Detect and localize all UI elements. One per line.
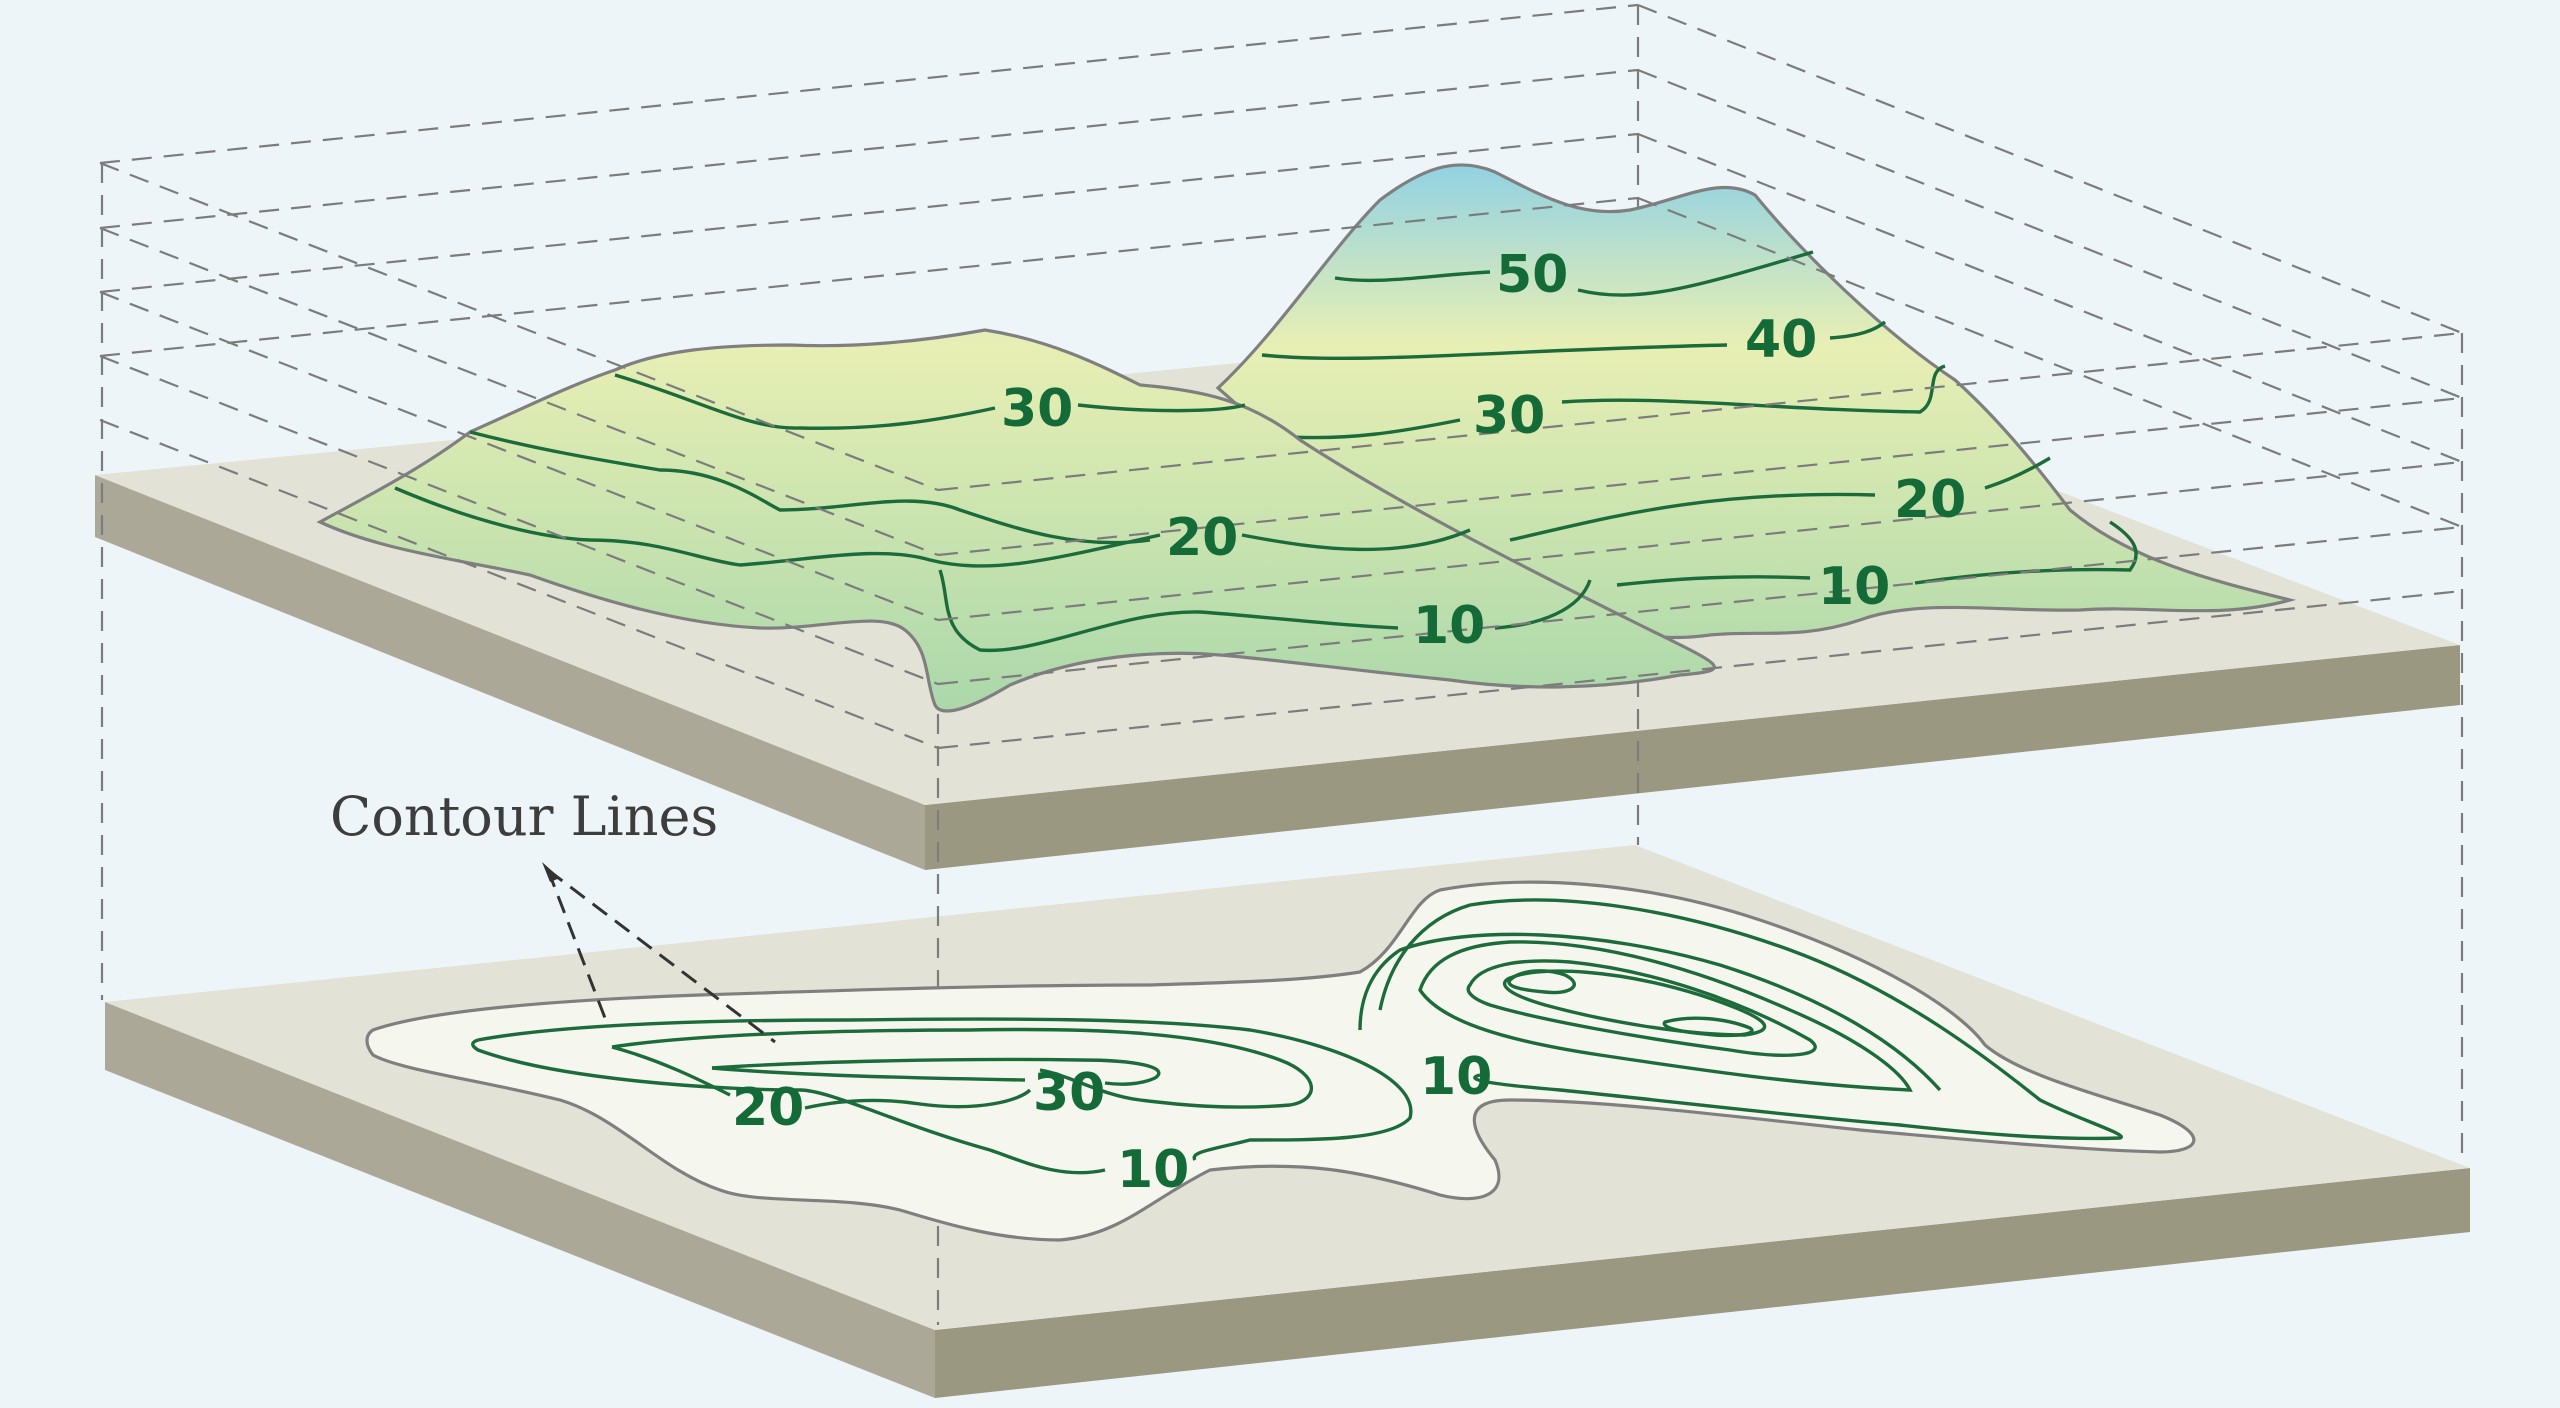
back-contour-40-right: [1829, 320, 1887, 340]
front-contour-30-right: [1077, 403, 1246, 413]
back-contour-10-right: [1914, 520, 2138, 585]
back-contour-10-left: [1616, 575, 1811, 587]
front-contour-20-right: [1241, 528, 1471, 552]
back-contour-40-left: [1261, 343, 1728, 361]
lower-slab-left-side: [105, 1002, 935, 1398]
back-contour-20-right: [1984, 456, 2051, 490]
dashed-back-level-4: [1637, 68, 2463, 400]
map-contour-20-ring: [611, 1027, 1313, 1109]
terrain-labels: 50 40 30 30 20 20 10 10: [1001, 245, 1966, 656]
projection-box-front: [99, 68, 2463, 750]
dashed-back-level-3: [99, 196, 1639, 358]
map-contour-right-1: [1378, 898, 2123, 1141]
leader-line-2: [547, 868, 776, 1044]
upper-slab-front-side: [925, 645, 2460, 870]
map-contour-peak-ring: [1507, 969, 1576, 995]
map-label-20: 20: [732, 1078, 804, 1138]
map-contour-30-ring: [711, 1057, 1161, 1086]
flat-contour-map: [365, 880, 2196, 1242]
terrain-label-30-front: 30: [1001, 379, 1073, 439]
dashed-back-level-6: [1637, 196, 2463, 529]
back-contour-30-left: [1289, 418, 1461, 440]
dashed-back-right-edge: [1637, 3, 2463, 335]
back-contour-30-right: [1561, 364, 1946, 414]
front-contour-20-left: [394, 486, 1161, 568]
front-hill: [316, 328, 1716, 713]
back-mountain: [1215, 163, 2297, 640]
dashed-back-top-edge: [99, 3, 1639, 165]
terrain-label-10-back: 10: [1818, 557, 1890, 617]
dashed-level-line-1: [99, 161, 939, 492]
map-contour-right-4: [1466, 959, 1817, 1057]
front-contour-10-left: [938, 569, 1399, 653]
map-labels: 30 20 10 10: [732, 1047, 1492, 1200]
terrain-label-30-back: 30: [1473, 386, 1545, 446]
terrain-label-40: 40: [1745, 310, 1817, 370]
back-mountain-surface: [1215, 163, 2297, 640]
map-contour-10-left: [477, 1017, 1413, 1161]
map-contour-30-inner: [711, 1066, 1026, 1082]
terrain-label-50: 50: [1496, 245, 1568, 305]
map-contour-right-2: [1358, 932, 1942, 1092]
front-contour-terrace-1: [469, 430, 1151, 545]
dashed-back-level-1: [99, 68, 1639, 230]
dashed-level-line-2: [99, 226, 939, 557]
caption-contour-lines: Contour Lines: [330, 785, 718, 848]
map-contour-10-bottom: [471, 1038, 1106, 1175]
dashed-back-level-2: [99, 132, 1639, 294]
map-label-30: 30: [1033, 1063, 1105, 1123]
map-contour-20-left-tail: [611, 1045, 731, 1097]
leader-arrowhead: [542, 862, 560, 882]
front-contour-10-right: [1494, 579, 1592, 630]
terrain-label-10-front: 10: [1413, 596, 1485, 656]
dashed-level-line-3: [99, 290, 939, 622]
back-contour-50-right: [1577, 250, 1814, 297]
upper-slab-left-side: [95, 475, 925, 870]
map-contour-right-3: [1418, 940, 1913, 1092]
front-hill-surface: [316, 328, 1716, 713]
back-contour-50-left: [1334, 270, 1491, 283]
terrain-label-20-back: 20: [1894, 470, 1966, 530]
dashed-back-level-5: [1637, 132, 2463, 464]
map-label-10-right: 10: [1420, 1047, 1492, 1107]
map-contour-small-peak: [1662, 1016, 1754, 1038]
front-contour-30-left: [614, 373, 996, 430]
lower-slab-front-side: [935, 1168, 2470, 1398]
map-label-10-left: 10: [1117, 1140, 1189, 1200]
contour-lines-annotation: Contour Lines: [330, 785, 776, 1044]
back-contour-20-left: [1509, 492, 1876, 542]
dashed-level-line-4: [99, 354, 939, 686]
dashed-level-line-5: [99, 418, 939, 750]
terrain-label-20-front: 20: [1166, 508, 1238, 568]
map-contour-20-bottom: [804, 1088, 1032, 1110]
